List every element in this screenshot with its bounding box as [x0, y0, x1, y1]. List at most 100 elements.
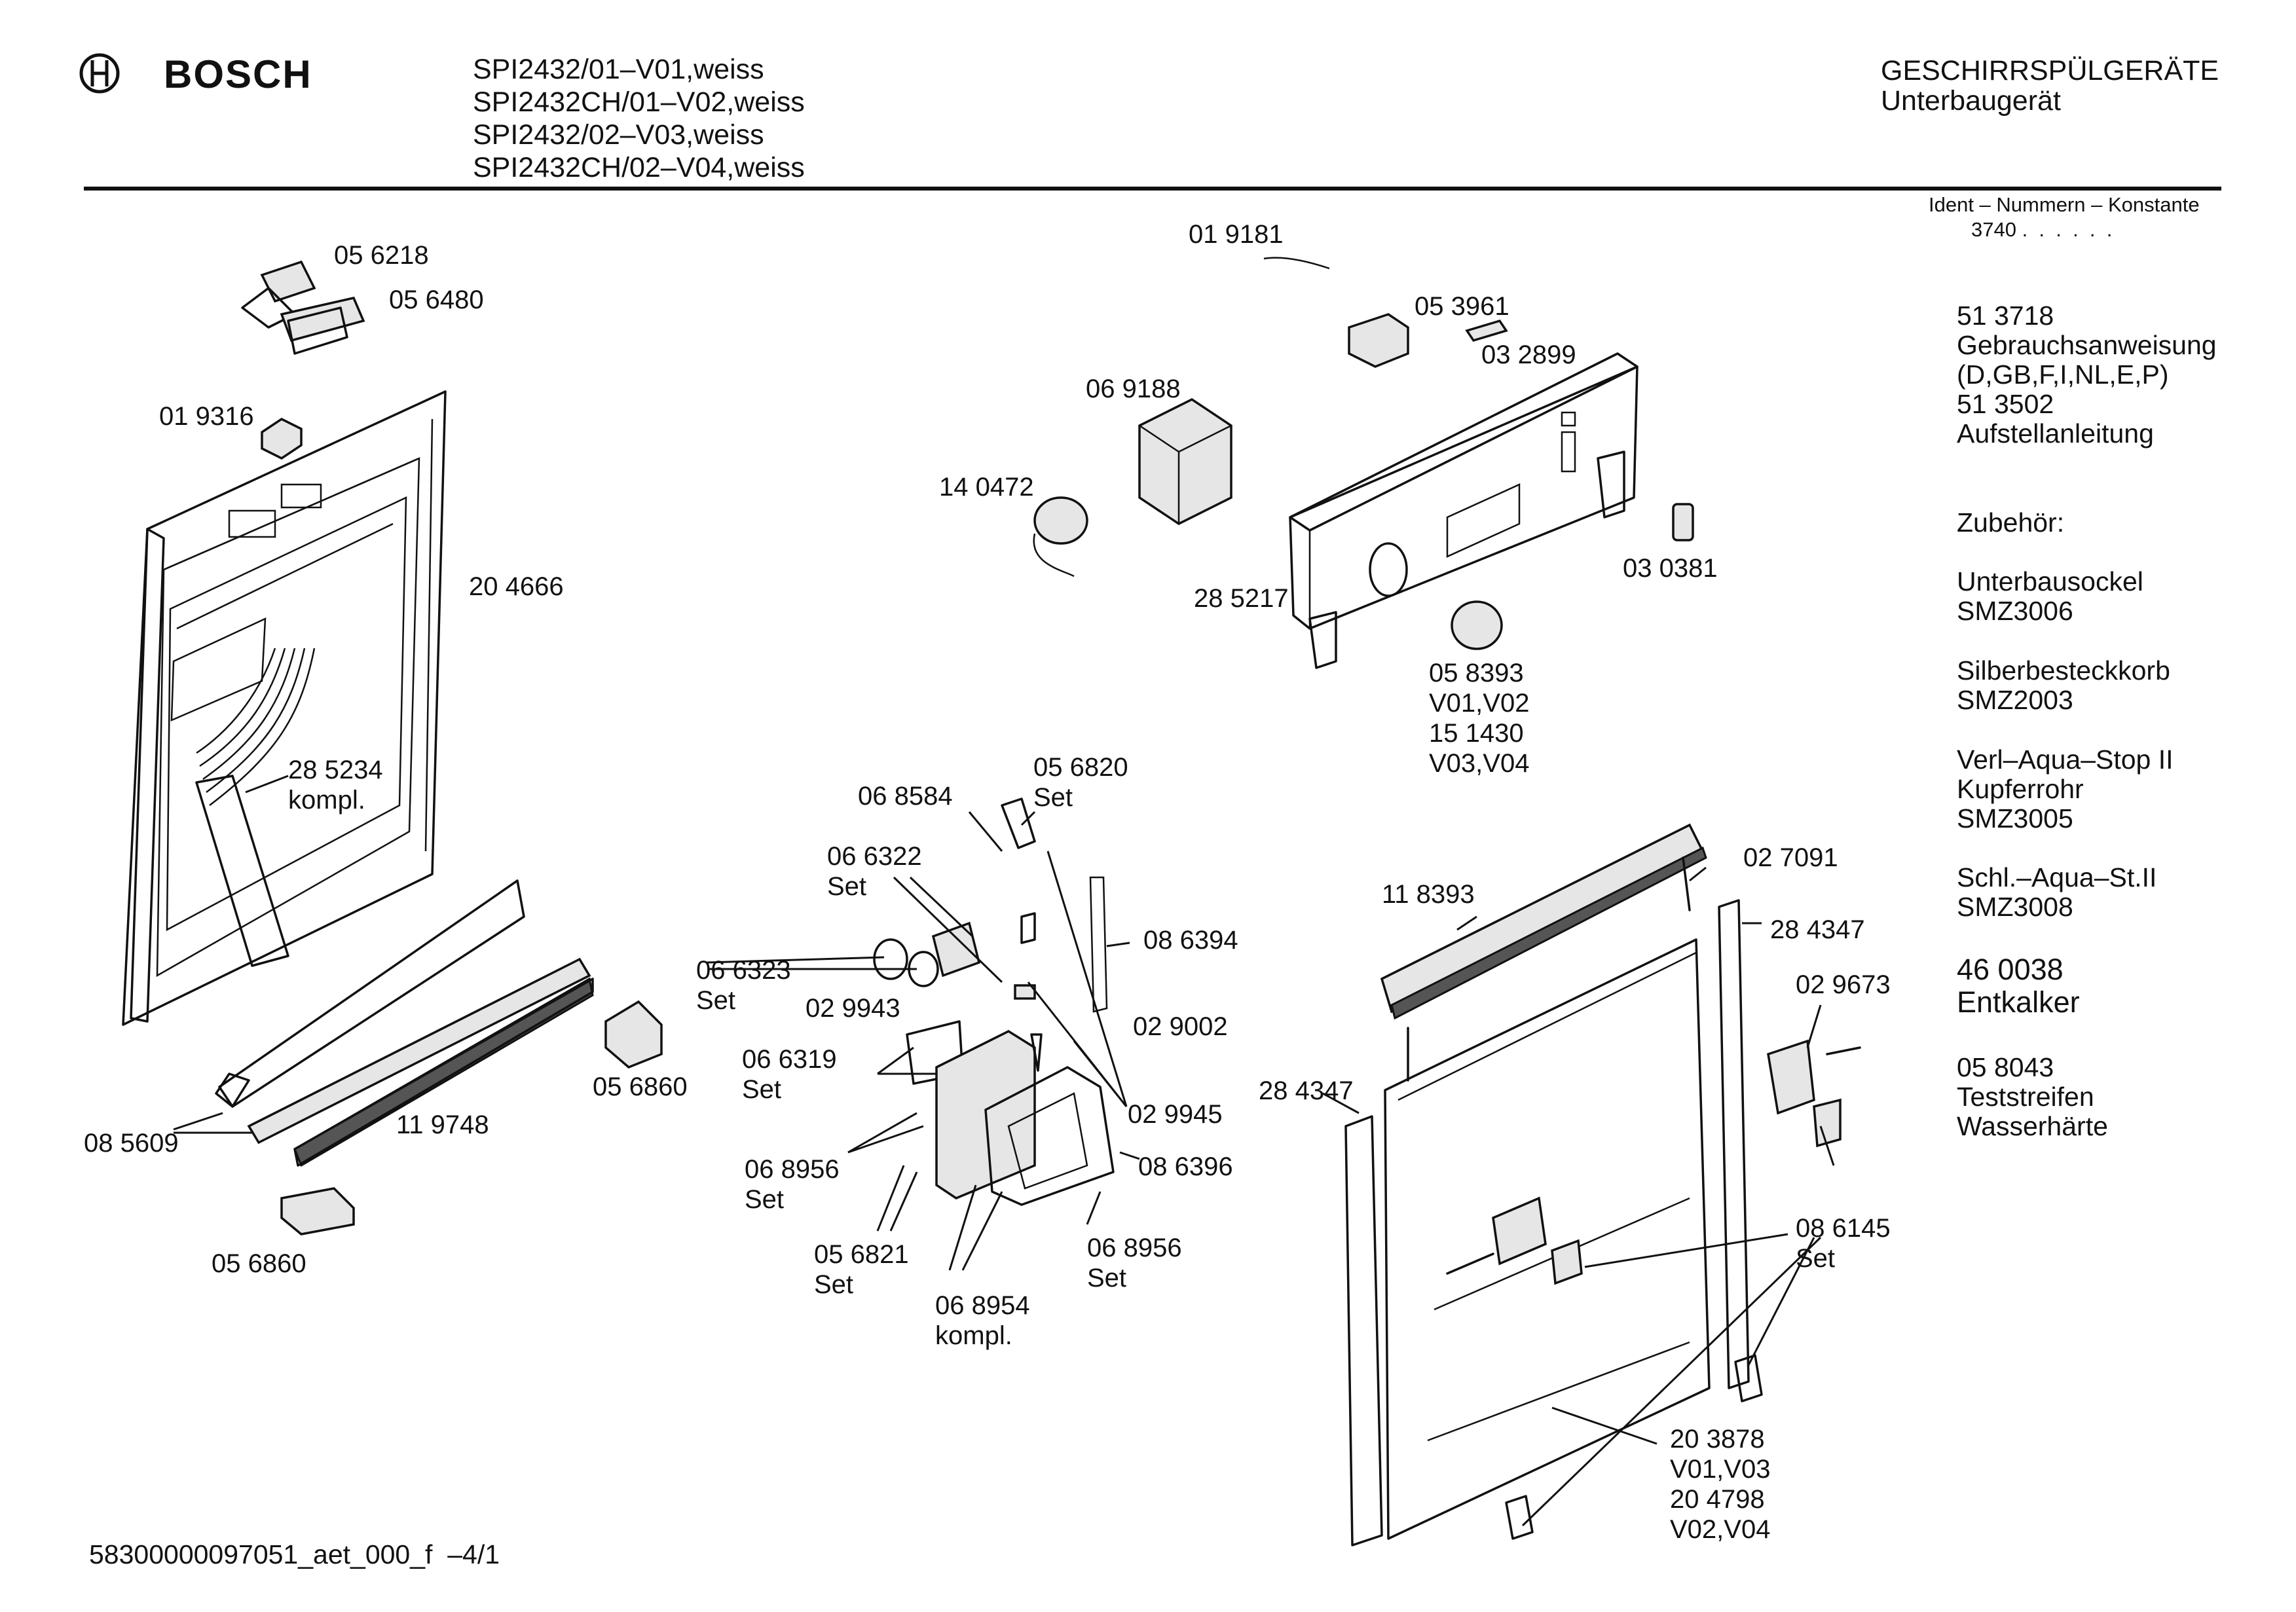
- sidebar-line: Aufstellanleitung: [1957, 418, 2154, 449]
- brand-name: BOSCH: [164, 52, 312, 96]
- sidebar-line: SMZ2003: [1957, 685, 2073, 715]
- sidebar-line: Schl.–Aqua–St.II: [1957, 862, 2157, 892]
- part-label: 05 8393: [1429, 659, 1524, 687]
- part-label: 11 9748: [396, 1110, 489, 1139]
- part-label: 06 9188: [1086, 375, 1181, 403]
- part-label: 02 9002: [1133, 1012, 1228, 1041]
- rotary-knob: [1033, 496, 1088, 577]
- part-label: V02,V04: [1670, 1515, 1771, 1544]
- ident-value: 3740 . . . . . .: [1971, 218, 2113, 241]
- part-label: Set: [1796, 1244, 1836, 1273]
- part-label: 11 8393: [1382, 880, 1475, 909]
- part-label: 05 6218: [334, 241, 429, 270]
- sidebar-line: 05 8043: [1957, 1052, 2054, 1082]
- model-line-3: SPI2432/02–V03,weiss: [473, 119, 764, 151]
- part-label: 28 4347: [1259, 1076, 1354, 1105]
- sidebar-line: 51 3502: [1957, 389, 2054, 419]
- part-label: 06 8954: [935, 1291, 1030, 1320]
- small-latch-part: [261, 417, 303, 460]
- bosch-logo-icon: [79, 53, 120, 94]
- part-label: 08 6145: [1796, 1214, 1891, 1243]
- part-label: 01 9316: [159, 402, 254, 431]
- hinge-screw-parts: [1407, 856, 1861, 1540]
- part-label: V03,V04: [1429, 749, 1530, 778]
- small-clip: [1465, 319, 1508, 342]
- end-cap-block: [280, 1000, 663, 1236]
- part-label: 05 6821: [814, 1240, 909, 1269]
- part-label: 20 4798: [1670, 1485, 1765, 1514]
- sidebar-line: Kupferrohr: [1957, 774, 2084, 804]
- part-label: 02 7091: [1743, 843, 1838, 872]
- part-label: 05 3961: [1415, 292, 1509, 321]
- sidebar-line: Verl–Aqua–Stop II: [1957, 744, 2174, 775]
- part-label: 06 8584: [858, 782, 953, 811]
- part-label: 06 6322: [827, 842, 922, 871]
- small-button: [1672, 503, 1694, 541]
- part-label: 28 4347: [1770, 915, 1865, 944]
- sidebar-line: SMZ3005: [1957, 803, 2073, 833]
- door-trim-rails: [215, 879, 594, 1167]
- part-label: V01,V03: [1670, 1455, 1771, 1484]
- model-line-1: SPI2432/01–V01,weiss: [473, 54, 764, 85]
- part-label: 28 5234: [288, 756, 383, 784]
- model-line-4: SPI2432CH/02–V04,weiss: [473, 152, 805, 183]
- part-label: 06 8956: [1087, 1234, 1182, 1262]
- control-panel: [1289, 352, 1639, 669]
- sidebar-line: SMZ3006: [1957, 596, 2073, 626]
- sidebar-line: SMZ3008: [1957, 892, 2073, 922]
- top-trim-strip: [1380, 823, 1705, 1014]
- part-label: 06 6323: [696, 956, 791, 985]
- model-line-2: SPI2432CH/01–V02,weiss: [473, 86, 805, 118]
- sidebar-line: Unterbausockel: [1957, 566, 2143, 596]
- part-label: 05 6860: [212, 1249, 306, 1278]
- program-timer: [1138, 397, 1232, 526]
- part-label: Set: [827, 872, 867, 901]
- sidebar-line: Zubehör:: [1957, 507, 2065, 538]
- part-label: 01 9181: [1189, 220, 1284, 249]
- document-id: 58300000097051_aet_000_f –4/1: [89, 1539, 500, 1569]
- part-label: 20 3878: [1670, 1425, 1765, 1454]
- leader-line: [173, 1112, 223, 1131]
- inner-door-panel: [122, 390, 447, 1026]
- part-label: 20 4666: [469, 572, 564, 601]
- sidebar-line: Entkalker: [1957, 985, 2080, 1019]
- sidebar-line: Wasserhärte: [1957, 1111, 2108, 1141]
- part-label: 06 6319: [742, 1045, 837, 1074]
- category-title: GESCHIRRSPÜLGERÄTE: [1881, 55, 2219, 86]
- part-label: 05 6480: [389, 285, 484, 314]
- sidebar-line: Teststreifen: [1957, 1082, 2094, 1112]
- part-label: 08 6394: [1143, 926, 1238, 955]
- part-label: V01,V02: [1429, 689, 1530, 718]
- hinge-bracket: [241, 260, 365, 355]
- sidebar-line: Silberbesteckkorb: [1957, 655, 2170, 686]
- part-label: 03 0381: [1623, 554, 1718, 583]
- subcategory-title: Unterbaugerät: [1881, 85, 2061, 117]
- part-label: kompl.: [935, 1321, 1012, 1350]
- part-label: Set: [745, 1185, 785, 1214]
- part-label: 08 5609: [84, 1129, 179, 1158]
- ident-label: Ident – Nummern – Konstante: [1929, 193, 2200, 216]
- part-label: 02 9673: [1796, 970, 1891, 999]
- part-label: 15 1430: [1429, 719, 1524, 748]
- top-trim-strip-edge: [1390, 846, 1707, 1020]
- part-label: 05 6820: [1033, 753, 1128, 782]
- sidebar-line: 51 3718: [1957, 301, 2054, 331]
- door-lock-assembly: [873, 797, 1115, 1206]
- part-label: 08 6396: [1138, 1152, 1233, 1181]
- part-label: Set: [742, 1075, 782, 1104]
- part-label: 03 2899: [1481, 340, 1576, 369]
- part-label: 02 9945: [1128, 1100, 1223, 1129]
- part-label: Set: [814, 1270, 854, 1299]
- sensor-cable: [1263, 257, 1330, 270]
- selector-knob: [1451, 600, 1503, 650]
- sidebar-line: 46 0038: [1957, 953, 2064, 986]
- switch-bracket: [1348, 313, 1409, 368]
- sidebar-line: Gebrauchsanweisung: [1957, 330, 2217, 360]
- part-label: Set: [696, 986, 736, 1015]
- part-label: kompl.: [288, 786, 365, 815]
- part-label: 05 6860: [593, 1072, 688, 1101]
- part-label: Set: [1033, 783, 1073, 812]
- part-label: Set: [1087, 1264, 1127, 1292]
- leader-lines: [707, 811, 1835, 1527]
